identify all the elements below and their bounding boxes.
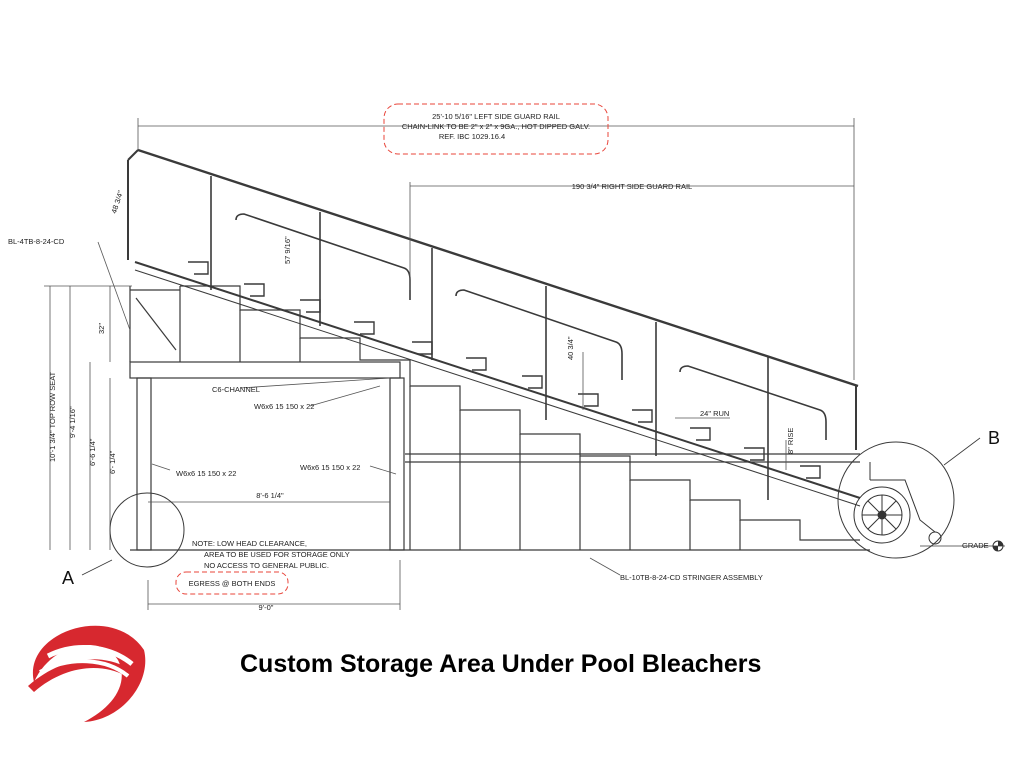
drawing-lines <box>44 118 1005 610</box>
grade-label: GRADE <box>962 541 989 550</box>
note-line1: NOTE: LOW HEAD CLEARANCE, <box>192 539 307 548</box>
dim-94-label: 9'-4 1/16" <box>68 406 77 438</box>
rail-48-label: 48 3/4" <box>109 189 125 214</box>
run-label: 24" RUN <box>700 409 729 418</box>
wheelchair-icon <box>853 462 942 545</box>
left-rail-note-line2: CHAIN-LINK TO BE 2" x 2" x 9GA., HOT DIP… <box>402 122 590 131</box>
logo-swoosh-icon <box>28 625 146 722</box>
top-row-seat-label: 10'-1 3/4" TOP ROW SEAT <box>48 371 57 462</box>
note-line2: AREA TO BE USED FOR STORAGE ONLY <box>204 550 350 559</box>
stringer-label: BL-10TB-8-24-CD STRINGER ASSEMBLY <box>620 573 763 582</box>
rail-57-label: 57 9/16" <box>283 236 292 264</box>
c6-channel-label: C6-CHANNEL <box>212 385 260 394</box>
grade-marker-icon <box>992 540 1004 552</box>
dim-61-label: 6'- 1/4" <box>108 450 117 474</box>
dim-32-label: 32" <box>97 323 106 334</box>
detail-a-label: A <box>62 568 74 588</box>
left-rail-note-line3: REF. IBC 1029.16.4 <box>439 132 505 141</box>
right-rail-dimension: 190 3/4" RIGHT SIDE GUARD RAIL <box>572 182 692 191</box>
span-86-label: 8'-6 1/4" <box>256 491 284 500</box>
egress-label: EGRESS @ BOTH ENDS <box>189 579 276 588</box>
left-rail-note-line1: 25'-10 5/16" LEFT SIDE GUARD RAIL <box>432 112 560 121</box>
bl4-label: BL-4TB-8-24-CD <box>8 237 65 246</box>
w6-right-label: W6x6 15 150 x 22 <box>300 463 360 472</box>
rail-40-label: 40 3/4" <box>566 336 575 360</box>
w6-top-label: W6x6 15 150 x 22 <box>254 402 314 411</box>
note-line3: NO ACCESS TO GENERAL PUBLIC. <box>204 561 329 570</box>
w6-left-label: W6x6 15 150 x 22 <box>176 469 236 478</box>
page-caption: Custom Storage Area Under Pool Bleachers <box>240 650 762 678</box>
dim-66-label: 6'-6 1/4" <box>88 438 97 466</box>
rise-label: 8" RISE <box>786 428 795 454</box>
width-9-label: 9'-0" <box>259 603 274 612</box>
revision-clouds <box>175 103 609 595</box>
detail-b-label: B <box>988 428 1000 448</box>
